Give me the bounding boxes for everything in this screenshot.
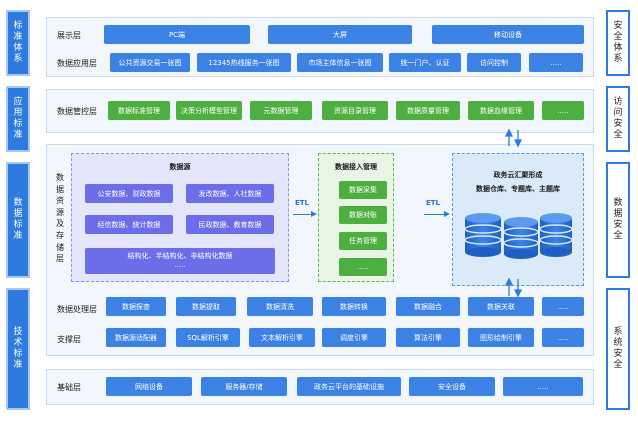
display-pc: PC端 bbox=[104, 25, 250, 44]
base-security-device: 安全设备 bbox=[409, 377, 495, 396]
gov-quality: 数据质量管理 bbox=[396, 101, 460, 120]
app-trading-map: 公共资源交易一张图 bbox=[110, 53, 190, 72]
app-hotline-map: 12345热线服务一张图 bbox=[197, 53, 291, 72]
etl-label-2: ETL bbox=[426, 199, 441, 207]
ingest-more: ..... bbox=[339, 258, 387, 276]
side-data-security: 数据安全 bbox=[606, 162, 630, 278]
display-big-screen: 大屏 bbox=[268, 25, 412, 44]
resource-layer-label: 数据资源及存储层 bbox=[56, 173, 64, 264]
governance-layer-label: 数据管控层 bbox=[57, 107, 97, 116]
warehouse-title-1: 政务云汇聚形成 bbox=[493, 171, 543, 179]
side-access-security: 访问安全 bbox=[606, 86, 630, 152]
app-access-control: 访问控制 bbox=[467, 53, 521, 72]
standards-column: 标准体系 应用标准 数据标准 技术标准 bbox=[6, 10, 30, 410]
warehouse-title-2: 数据仓库、专题库、主题库 bbox=[476, 185, 560, 193]
source-economy-stats: 经信数据、统计数据 bbox=[85, 215, 173, 234]
data-source-title: 数据源 bbox=[169, 163, 191, 171]
gov-decision-model: 决策分析模型管理 bbox=[176, 101, 242, 120]
display-mobile: 移动设备 bbox=[432, 25, 584, 44]
gov-lineage: 数据血缘管理 bbox=[468, 101, 534, 120]
source-police-finance: 公安数据、财政数据 bbox=[85, 184, 173, 203]
support-schedule-engine: 调度引擎 bbox=[322, 328, 386, 347]
database-icon-1 bbox=[464, 213, 502, 257]
gov-metadata: 元数据管理 bbox=[250, 101, 312, 120]
database-icon-3 bbox=[539, 213, 573, 257]
app-layer-label: 数据应用层 bbox=[57, 59, 97, 68]
base-server-storage: 服务器/存储 bbox=[201, 377, 287, 396]
support-graphics-engine: 图形绘制引擎 bbox=[468, 328, 534, 347]
source-structured-line1: 结构化、半结构化、非结构化数据 bbox=[127, 252, 233, 260]
side-tech-standard: 技术标准 bbox=[6, 288, 30, 410]
support-text-engine: 文本解析引擎 bbox=[249, 328, 315, 347]
base-network: 网络设备 bbox=[106, 377, 192, 396]
app-portal-auth: 统一门户、认证 bbox=[389, 53, 461, 72]
side-data-standard: 数据标准 bbox=[6, 162, 30, 278]
etl-arrow-2 bbox=[424, 211, 450, 217]
source-reform-hr: 发改数据、人社数据 bbox=[186, 184, 274, 203]
gov-standard: 数据标准管理 bbox=[108, 101, 170, 120]
side-standard-system: 标准体系 bbox=[6, 10, 30, 76]
database-icon-2 bbox=[503, 217, 539, 259]
support-more: ..... bbox=[542, 328, 584, 347]
gov-catalog: 资源目录管理 bbox=[322, 101, 388, 120]
proc-extract: 数据提取 bbox=[176, 297, 236, 316]
processing-layer-label: 数据处理层 bbox=[57, 305, 97, 314]
proc-clean: 数据清洗 bbox=[247, 297, 313, 316]
base-layer-label: 基础层 bbox=[57, 383, 81, 392]
gov-more: ..... bbox=[542, 101, 584, 120]
etl-arrow-1 bbox=[293, 211, 317, 217]
ingest-task: 任务管理 bbox=[339, 232, 387, 250]
support-adapter: 数据源适配器 bbox=[106, 328, 166, 347]
proc-transform: 数据转换 bbox=[322, 297, 386, 316]
proc-more: ..... bbox=[542, 297, 584, 316]
display-layer-label: 展示层 bbox=[57, 31, 81, 40]
proc-fuse: 数据融合 bbox=[396, 297, 460, 316]
side-app-standard: 应用标准 bbox=[6, 86, 30, 152]
side-system-security: 系统安全 bbox=[606, 288, 630, 410]
side-security-system: 安全体系 bbox=[606, 10, 630, 76]
proc-explore: 数据探查 bbox=[106, 297, 166, 316]
etl-label-1: ETL bbox=[295, 199, 310, 207]
app-more: ..... bbox=[529, 53, 583, 72]
base-cloud-infra: 政务云平台的基础设施 bbox=[297, 377, 401, 396]
security-column: 安全体系 访问安全 数据安全 系统安全 bbox=[606, 10, 630, 410]
source-structured-line2: ..... bbox=[174, 261, 186, 269]
ingest-collect: 数据采集 bbox=[339, 181, 387, 199]
ingest-reconcile: 数据对账 bbox=[339, 206, 387, 224]
up-down-arrows bbox=[504, 128, 523, 298]
ingestion-title: 数据接入管理 bbox=[335, 163, 377, 171]
support-algorithm-engine: 算法引擎 bbox=[396, 328, 460, 347]
support-sql-engine: SQL解析引擎 bbox=[176, 328, 240, 347]
app-market-map: 市场主体信息一张图 bbox=[297, 53, 383, 72]
base-more: ..... bbox=[503, 377, 583, 396]
source-structured-data: 结构化、半结构化、非结构化数据 ..... bbox=[85, 248, 275, 274]
support-layer-label: 支撑层 bbox=[57, 335, 81, 344]
proc-associate: 数据关联 bbox=[468, 297, 534, 316]
source-civil-edu: 民政数据、教育数据 bbox=[186, 215, 274, 234]
